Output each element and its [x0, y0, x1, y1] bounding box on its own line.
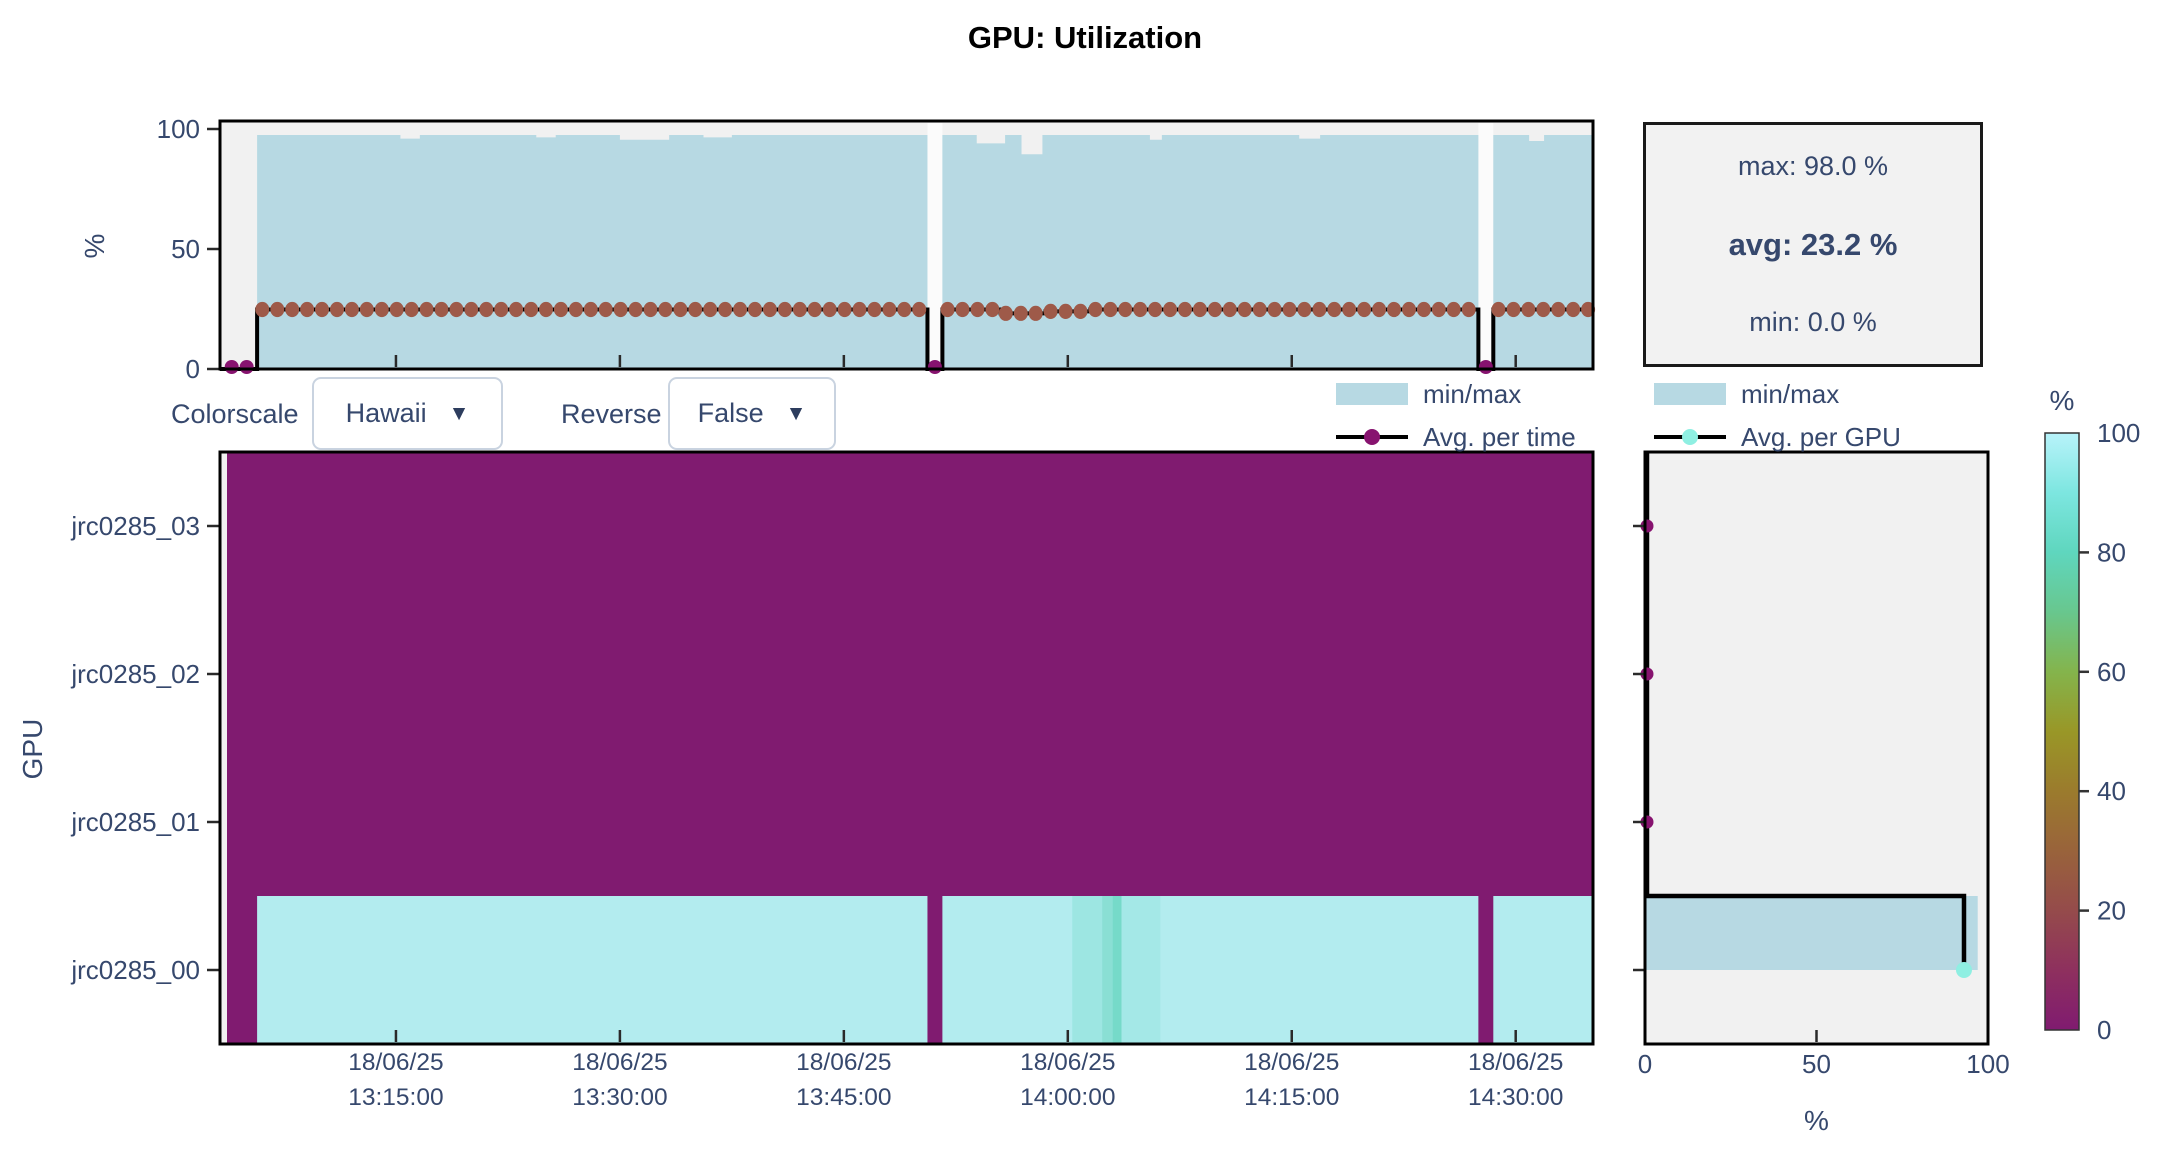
minmax-band: [1493, 135, 1594, 369]
minmax-swatch: [1336, 383, 1408, 405]
svg-text:18/06/25: 18/06/25: [796, 1049, 891, 1076]
svg-text:60: 60: [2097, 657, 2126, 687]
colorscale-label: Colorscale: [171, 399, 299, 429]
reverse-value: False: [697, 398, 764, 428]
svg-text:80: 80: [2097, 537, 2126, 567]
line-marker-icon: [1654, 429, 1726, 445]
zero-marker: [1478, 360, 1493, 374]
minmax-band-gpu: [1645, 896, 1978, 970]
zero-marker: [927, 360, 942, 374]
svg-text:jrc0285_02: jrc0285_02: [70, 659, 200, 689]
svg-text:20: 20: [2097, 896, 2126, 926]
svg-text:0: 0: [186, 354, 200, 384]
legend-label: min/max: [1423, 378, 1522, 409]
stat-max: max: 98.0 %: [1737, 151, 1889, 181]
legend-item-avg-gpu: Avg. per GPU: [1654, 421, 1901, 452]
chevron-down-icon: ▼: [448, 401, 470, 425]
legend-label: Avg. per GPU: [1741, 421, 1901, 452]
avg-gpu-marker: [1955, 962, 1972, 978]
svg-text:40: 40: [2097, 776, 2126, 806]
svg-text:100: 100: [157, 114, 200, 144]
svg-text:14:30:00: 14:30:00: [1468, 1084, 1563, 1111]
svg-text:18/06/25: 18/06/25: [1468, 1049, 1563, 1076]
minmax-band: [257, 135, 928, 369]
svg-text:50: 50: [171, 234, 200, 264]
stats-panel: max: 98.0 % avg: 23.2 % min: 0.0 %: [1643, 122, 1983, 367]
svg-text:100: 100: [2097, 418, 2140, 448]
svg-text:0: 0: [1638, 1049, 1652, 1079]
legend-label: Avg. per time: [1423, 421, 1576, 452]
minmax-swatch: [1654, 383, 1726, 405]
svg-text:13:30:00: 13:30:00: [572, 1084, 667, 1111]
stat-min: min: 0.0 %: [1749, 307, 1877, 337]
page-title: GPU: Utilization: [967, 20, 1203, 55]
svg-text:18/06/25: 18/06/25: [348, 1049, 443, 1076]
legend-item-avg-time: Avg. per time: [1336, 421, 1576, 452]
svg-text:0: 0: [2097, 1015, 2111, 1045]
svg-text:13:45:00: 13:45:00: [796, 1084, 891, 1111]
legend-label: min/max: [1741, 378, 1840, 409]
svg-text:jrc0285_01: jrc0285_01: [70, 807, 200, 837]
zero-marker: [224, 360, 239, 374]
legend-item-minmax: min/max: [1654, 378, 1901, 409]
svg-text:50: 50: [1802, 1049, 1831, 1079]
chevron-down-icon: ▼: [785, 401, 807, 425]
svg-text:100: 100: [1966, 1049, 2009, 1079]
svg-text:13:15:00: 13:15:00: [348, 1084, 443, 1111]
svg-text:%: %: [1804, 1105, 1829, 1136]
reverse-label: Reverse: [561, 399, 662, 429]
colorbar: [2044, 432, 2080, 1031]
svg-text:18/06/25: 18/06/25: [1020, 1049, 1115, 1076]
svg-text:18/06/25: 18/06/25: [1244, 1049, 1339, 1076]
svg-text:14:15:00: 14:15:00: [1244, 1084, 1339, 1111]
svg-text:18/06/25: 18/06/25: [572, 1049, 667, 1076]
svg-text:%: %: [2050, 385, 2075, 416]
svg-text:jrc0285_00: jrc0285_00: [70, 955, 200, 985]
colorscale-value: Hawaii: [345, 398, 427, 428]
legend-avg-per-time: min/max Avg. per time: [1336, 378, 1576, 452]
legend-item-minmax: min/max: [1336, 378, 1576, 409]
line-marker-icon: [1336, 429, 1408, 445]
svg-text:14:00:00: 14:00:00: [1020, 1084, 1115, 1111]
svg-text:jrc0285_03: jrc0285_03: [70, 511, 200, 541]
stat-avg: avg: 23.2 %: [1728, 226, 1898, 262]
minmax-band: [942, 135, 1479, 369]
reverse-select[interactable]: False ▼: [668, 377, 836, 450]
colorscale-select[interactable]: Hawaii ▼: [312, 377, 503, 450]
zero-marker: [239, 360, 254, 374]
legend-avg-per-gpu: min/max Avg. per GPU: [1654, 378, 1901, 452]
heatmap-active-row: [257, 896, 1593, 1044]
